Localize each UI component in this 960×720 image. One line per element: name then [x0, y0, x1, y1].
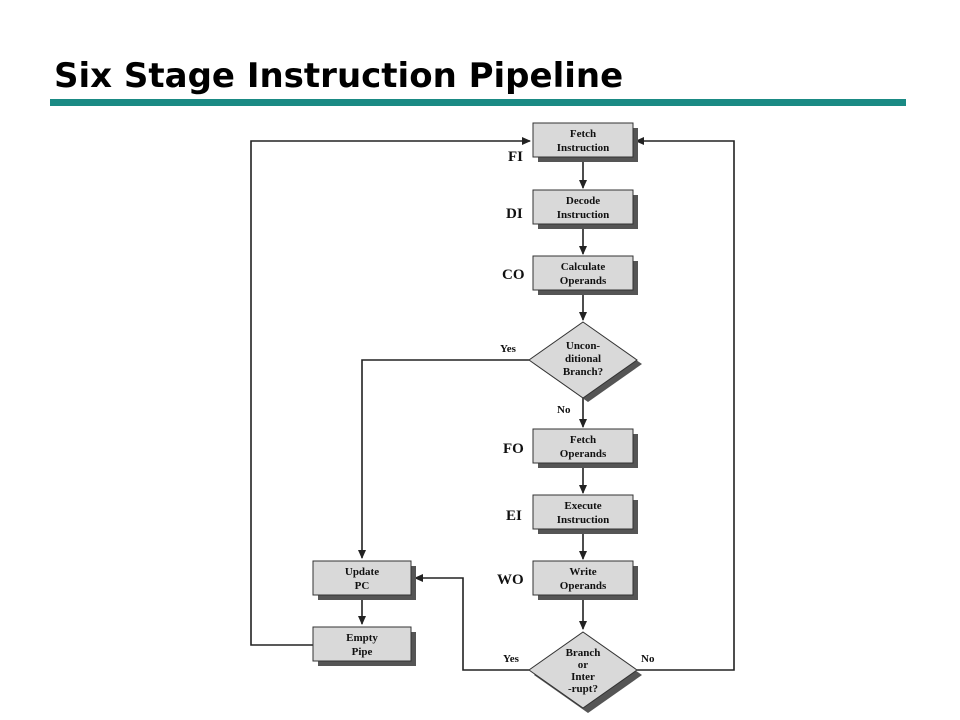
arrow-branch-no-fetch	[635, 137, 735, 671]
stage-boxes: Fetch Instruction FI Decode Instruction …	[312, 122, 638, 666]
diamond-line3: Inter	[571, 671, 595, 683]
branch-yes-label: Yes	[503, 653, 520, 665]
stage-code-fi: FI	[508, 149, 523, 165]
box-line1: Execute	[564, 500, 601, 512]
stage-fetch-operands: Fetch Operands FO	[503, 428, 638, 468]
box-line2: Instruction	[557, 142, 610, 154]
stage-code-fo: FO	[503, 441, 524, 457]
diamond-line2: ditional	[565, 353, 601, 365]
stage-execute-instruction: Execute Instruction EI	[506, 494, 638, 534]
uncond-no-label: No	[557, 404, 571, 416]
box-line2: Operands	[560, 448, 607, 460]
box-line1: Fetch	[570, 434, 596, 446]
box-line2: Pipe	[352, 646, 373, 658]
decision-unconditional-branch: Uncon- ditional Branch? Yes No	[500, 321, 642, 416]
stage-write-operands: Write Operands WO	[497, 560, 638, 600]
box-line2: Operands	[560, 275, 607, 287]
box-line1: Fetch	[570, 128, 596, 140]
stage-code-wo: WO	[497, 572, 524, 588]
box	[312, 626, 412, 662]
box	[532, 189, 634, 225]
title-underline	[50, 99, 906, 106]
box	[312, 560, 412, 596]
diamond-line1: Uncon-	[566, 340, 601, 352]
box	[532, 494, 634, 530]
update-pc-box: Update PC	[312, 560, 416, 600]
empty-pipe-box: Empty Pipe	[312, 626, 416, 666]
diamond	[528, 631, 638, 709]
stage-code-di: DI	[506, 206, 523, 222]
box	[532, 255, 634, 291]
diamond-line4: -rupt?	[568, 683, 598, 695]
box-line1: Calculate	[561, 261, 606, 273]
arrow-uncond-yes-update-pc	[358, 359, 529, 559]
diamond-line1: Branch	[566, 647, 601, 659]
box-line2: Operands	[560, 580, 607, 592]
arrow-branch-yes-update-pc	[414, 574, 529, 671]
box-line1: Write	[569, 566, 596, 578]
stage-fetch-instruction: Fetch Instruction FI	[508, 122, 638, 165]
diamond	[528, 321, 638, 399]
connectors	[250, 137, 735, 671]
box	[532, 428, 634, 464]
box	[532, 122, 634, 158]
decision-branch-or-interrupt: Branch or Inter -rupt? Yes No	[503, 631, 655, 713]
uncond-yes-label: Yes	[500, 343, 517, 355]
diamond-line2: or	[578, 659, 589, 671]
box-line1: Update	[345, 566, 379, 578]
stage-calculate-operands: Calculate Operands CO	[502, 255, 638, 295]
slide-title: Six Stage Instruction Pipeline	[54, 56, 624, 96]
box-line2: Instruction	[557, 209, 610, 221]
stage-decode-instruction: Decode Instruction DI	[506, 189, 638, 229]
arrow-empty-pipe-fetch	[250, 137, 531, 646]
box-line1: Empty	[346, 632, 378, 644]
box-line2: Instruction	[557, 514, 610, 526]
box-line2: PC	[355, 580, 370, 592]
diamond-line3: Branch?	[563, 366, 603, 378]
branch-no-label: No	[641, 653, 655, 665]
box-line1: Decode	[566, 195, 600, 207]
stage-code-ei: EI	[506, 508, 522, 524]
box	[532, 560, 634, 596]
stage-code-co: CO	[502, 267, 525, 283]
